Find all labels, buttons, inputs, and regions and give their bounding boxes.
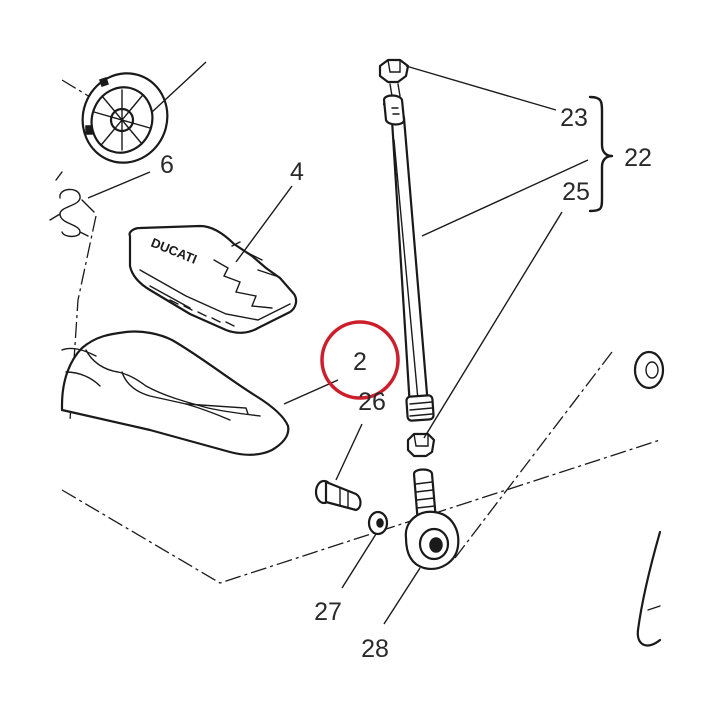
- part-washer-27: [367, 510, 389, 536]
- callout-28[interactable]: 28: [361, 635, 389, 663]
- part-footpeg-bracket-2: [60, 330, 290, 456]
- callout-6[interactable]: 6: [160, 151, 174, 179]
- part-spring-6: [49, 171, 95, 238]
- axis-line-lower: [61, 439, 661, 584]
- callout-22[interactable]: 22: [624, 144, 652, 172]
- leader-25: [423, 211, 563, 439]
- leader-4: [235, 185, 293, 263]
- callout-26[interactable]: 26: [358, 388, 386, 416]
- leader-26: [335, 423, 363, 481]
- assembly-axes: [61, 79, 661, 584]
- leader-lines: [87, 61, 589, 625]
- callout-27[interactable]: 27: [314, 598, 342, 626]
- leader-23: [405, 65, 557, 111]
- leader-28: [383, 567, 421, 625]
- leader-6: [87, 171, 151, 199]
- axis-line-right: [454, 351, 613, 559]
- part-bolt-26: [314, 479, 362, 512]
- part-disc-6: [81, 72, 169, 164]
- part-right-lever-partial: [636, 530, 662, 647]
- part-right-washer: [633, 350, 665, 390]
- callout-2[interactable]: 2: [353, 348, 367, 376]
- group-brace-22: [588, 95, 614, 213]
- leader-top-disc: [151, 61, 207, 113]
- callout-4[interactable]: 4: [290, 158, 304, 186]
- part-adjuster-rod-25: [382, 94, 435, 422]
- leader-27: [341, 533, 377, 589]
- callout-25[interactable]: 25: [562, 178, 590, 206]
- part-nut-lower: [406, 432, 436, 458]
- part-rod-end-28: [404, 468, 460, 570]
- part-nut-23: [378, 58, 410, 97]
- callout-23[interactable]: 23: [560, 104, 588, 132]
- highlight-circle: [320, 320, 400, 400]
- leader-22: [421, 159, 589, 237]
- part-footpeg-rubber-4: DUCATI: [128, 224, 298, 334]
